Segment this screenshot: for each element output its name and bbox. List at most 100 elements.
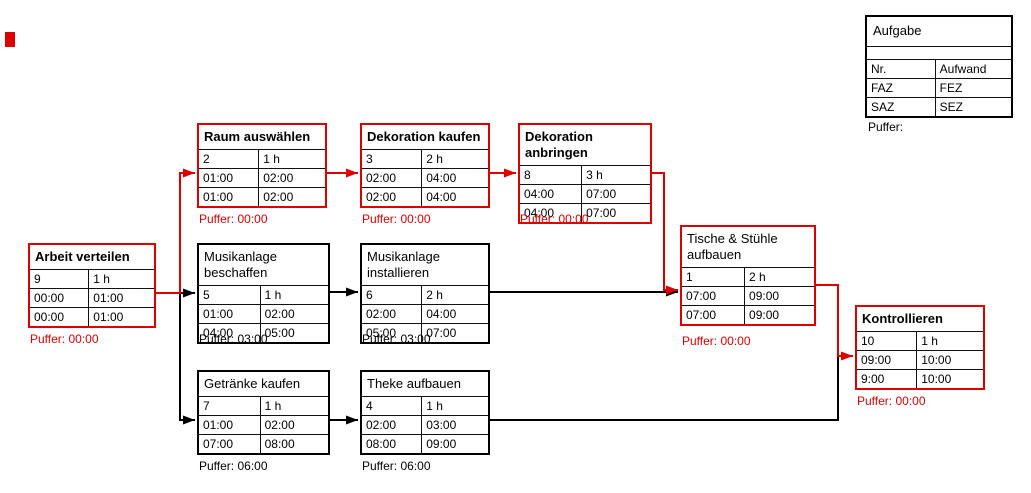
puffer-label: Puffer: 03:00 bbox=[199, 332, 268, 346]
puffer-label: Puffer: 03:00 bbox=[362, 332, 431, 346]
task-title: Theke aufbauen bbox=[362, 372, 488, 397]
task-nr: 7 bbox=[203, 399, 210, 413]
task-sez: 04:00 bbox=[421, 187, 488, 206]
task-sez: 01:00 bbox=[88, 307, 154, 326]
task-node-musikanlage-installieren[interactable]: Musikanlage installieren 6 2 h 02:00 04:… bbox=[360, 243, 490, 344]
task-fez: 02:00 bbox=[258, 168, 325, 187]
task-nr: 3 bbox=[366, 152, 373, 166]
task-fez: 04:00 bbox=[421, 168, 488, 187]
task-node-dekoration-anbringen[interactable]: Dekoration anbringen 8 3 h 04:00 07:00 0… bbox=[518, 123, 652, 224]
task-faz: 09:00 bbox=[857, 350, 917, 369]
task-aufwand: 2 h bbox=[421, 286, 488, 304]
task-saz: 02:00 bbox=[362, 187, 422, 206]
task-saz: 01:00 bbox=[199, 187, 259, 206]
task-saz: 04:00 bbox=[199, 323, 260, 342]
task-faz: 01:00 bbox=[199, 168, 259, 187]
task-aufwand: 1 h bbox=[258, 150, 325, 168]
task-nr: 2 bbox=[203, 152, 210, 166]
task-faz: 04:00 bbox=[520, 184, 582, 203]
task-aufwand: 1 h bbox=[88, 270, 154, 288]
task-node-raum-auswaehlen[interactable]: Raum auswählen 2 1 h 01:00 02:00 01:00 0… bbox=[197, 123, 327, 208]
puffer-label: Puffer: 06:00 bbox=[362, 459, 431, 473]
task-sez: 07:00 bbox=[581, 203, 650, 222]
edge-arbeit-getraenke bbox=[156, 292, 195, 425]
legend-puffer-label: Puffer: bbox=[868, 120, 904, 134]
task-aufwand: 2 h bbox=[421, 150, 488, 168]
task-title: Musikanlage beschaffen bbox=[199, 245, 328, 286]
task-title: Raum auswählen bbox=[199, 125, 325, 150]
task-sez: 08:00 bbox=[259, 434, 328, 453]
task-fez: 10:00 bbox=[916, 350, 983, 369]
puffer-label: Puffer: 00:00 bbox=[362, 212, 431, 226]
legend-fez-label: FEZ bbox=[934, 78, 1011, 97]
task-fez: 09:00 bbox=[744, 286, 814, 305]
legend-aufwand-label: Aufwand bbox=[934, 59, 1011, 78]
task-title: Arbeit verteilen bbox=[30, 245, 154, 270]
task-sez: 10:00 bbox=[916, 369, 983, 388]
task-sez: 09:00 bbox=[421, 434, 488, 453]
task-aufwand: 2 h bbox=[744, 268, 814, 286]
task-faz: 02:00 bbox=[362, 168, 422, 187]
puffer-label: Puffer: 00:00 bbox=[199, 212, 268, 226]
task-node-tische-stuehle-aufbauen[interactable]: Tische & Stühle aufbauen 1 2 h 07:00 09:… bbox=[680, 225, 816, 326]
task-aufwand: 1 h bbox=[259, 286, 328, 304]
legend-nr-label: Nr. bbox=[867, 59, 935, 78]
task-aufwand: 1 h bbox=[259, 397, 328, 415]
edge-tische-kontrollieren bbox=[816, 284, 853, 361]
task-sez: 09:00 bbox=[744, 305, 814, 324]
task-fez: 07:00 bbox=[581, 184, 650, 203]
task-fez: 04:00 bbox=[421, 304, 488, 323]
puffer-label: Puffer: 00:00 bbox=[857, 394, 926, 408]
task-node-getraenke-kaufen[interactable]: Getränke kaufen 7 1 h 01:00 02:00 07:00 … bbox=[197, 370, 330, 455]
task-aufwand: 1 h bbox=[421, 397, 488, 415]
task-saz: 07:00 bbox=[682, 305, 745, 324]
task-nr: 1 bbox=[686, 270, 693, 284]
task-sez: 02:00 bbox=[258, 187, 325, 206]
task-aufwand: 1 h bbox=[916, 332, 983, 350]
task-aufwand: 3 h bbox=[581, 166, 650, 184]
task-faz: 01:00 bbox=[199, 415, 260, 434]
task-node-dekoration-kaufen[interactable]: Dekoration kaufen 3 2 h 02:00 04:00 02:0… bbox=[360, 123, 490, 208]
task-title: Kontrollieren bbox=[857, 307, 983, 332]
task-title: Dekoration kaufen bbox=[362, 125, 488, 150]
task-nr: 10 bbox=[861, 334, 875, 348]
task-node-musikanlage-beschaffen[interactable]: Musikanlage beschaffen 5 1 h 01:00 02:00… bbox=[197, 243, 330, 344]
task-faz: 02:00 bbox=[362, 415, 422, 434]
task-nr: 8 bbox=[524, 168, 531, 182]
task-saz: 9:00 bbox=[857, 369, 917, 388]
puffer-label: Puffer: 00:00 bbox=[682, 334, 751, 348]
task-nr: 9 bbox=[34, 272, 41, 286]
stray-red-shape bbox=[5, 32, 15, 47]
task-node-theke-aufbauen[interactable]: Theke aufbauen 4 1 h 02:00 03:00 08:00 0… bbox=[360, 370, 490, 455]
task-saz: 07:00 bbox=[199, 434, 260, 453]
puffer-label: Puffer: 06:00 bbox=[199, 459, 268, 473]
task-title: Tische & Stühle aufbauen bbox=[682, 227, 814, 268]
task-nr: 5 bbox=[203, 288, 210, 302]
legend-box: Aufgabe Nr. Aufwand FAZ FEZ SAZ SEZ bbox=[865, 15, 1013, 118]
task-faz: 00:00 bbox=[30, 288, 89, 307]
task-faz: 07:00 bbox=[682, 286, 745, 305]
task-nr: 6 bbox=[366, 288, 373, 302]
legend-faz-label: FAZ bbox=[867, 78, 935, 97]
task-node-kontrollieren[interactable]: Kontrollieren 10 1 h 09:00 10:00 9:00 10… bbox=[855, 305, 985, 390]
task-node-arbeit-verteilen[interactable]: Arbeit verteilen 9 1 h 00:00 01:00 00:00… bbox=[28, 243, 156, 328]
task-sez: 07:00 bbox=[421, 323, 488, 342]
task-title: Musikanlage installieren bbox=[362, 245, 488, 286]
task-saz: 00:00 bbox=[30, 307, 89, 326]
task-faz: 01:00 bbox=[199, 304, 260, 323]
task-title: Dekoration anbringen bbox=[520, 125, 650, 166]
task-saz: 08:00 bbox=[362, 434, 422, 453]
task-faz: 02:00 bbox=[362, 304, 422, 323]
task-title: Getränke kaufen bbox=[199, 372, 328, 397]
edge-theke-kontrollieren bbox=[490, 357, 839, 421]
task-fez: 03:00 bbox=[421, 415, 488, 434]
task-saz: 05:00 bbox=[362, 323, 422, 342]
legend-title: Aufgabe bbox=[867, 17, 1011, 47]
legend-saz-label: SAZ bbox=[867, 97, 935, 116]
task-saz: 04:00 bbox=[520, 203, 582, 222]
edge-dekoanbringen-tische bbox=[652, 172, 678, 295]
task-fez: 02:00 bbox=[259, 415, 328, 434]
task-nr: 4 bbox=[366, 399, 373, 413]
